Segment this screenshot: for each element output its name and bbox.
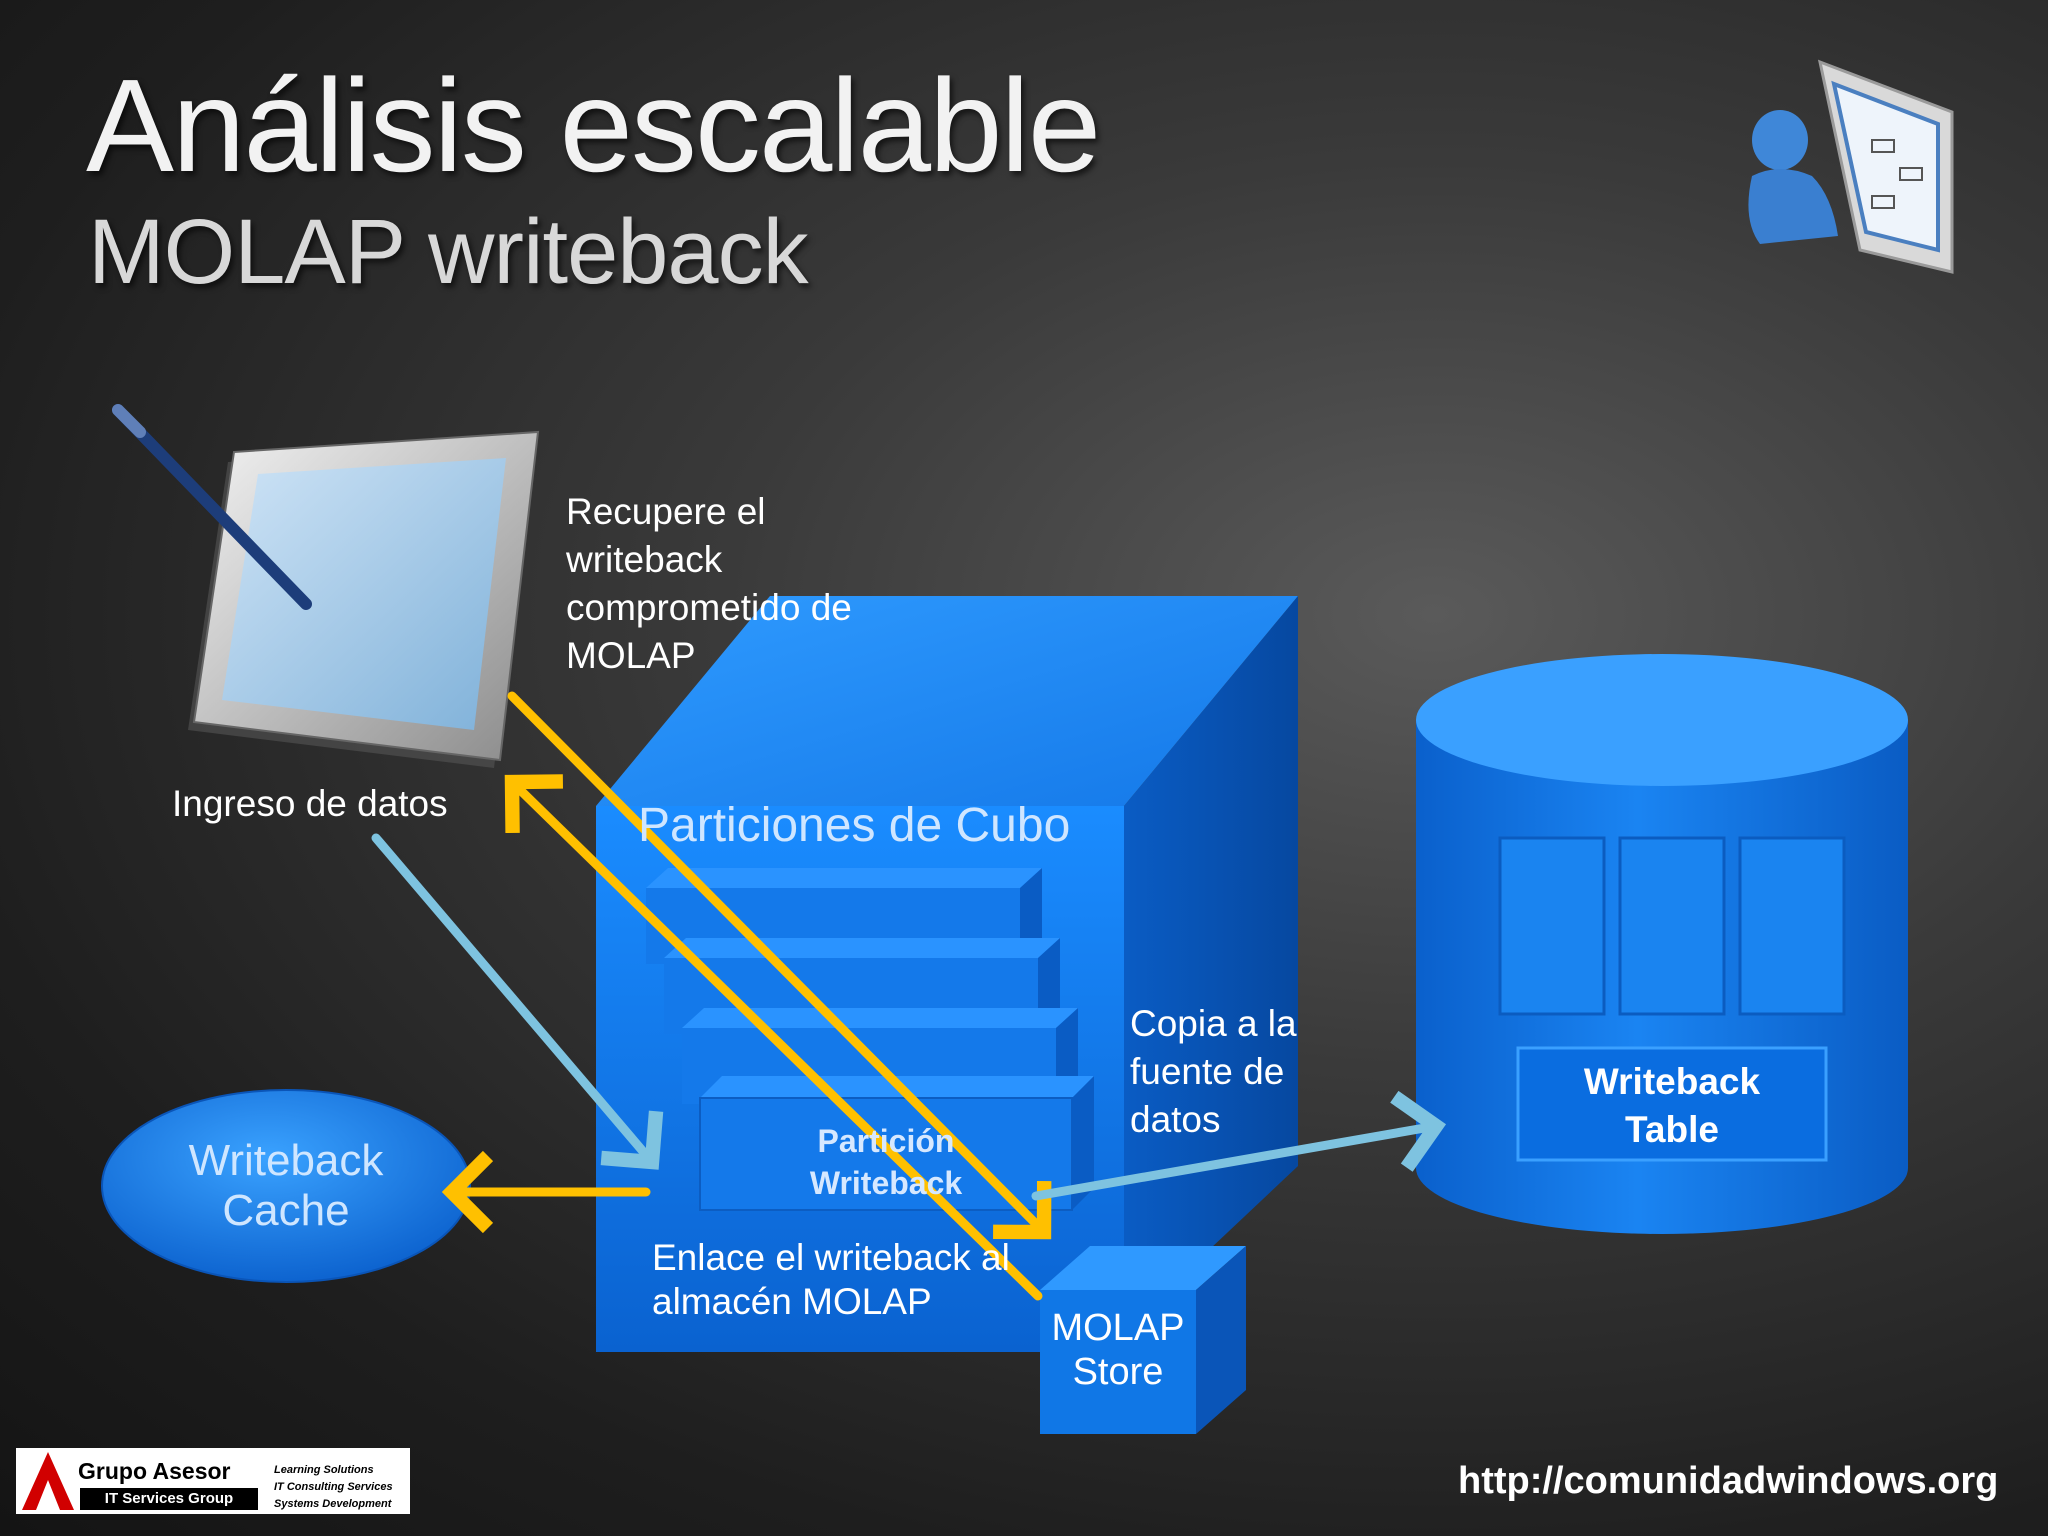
label-data-entry: Ingreso de datos [172,783,448,824]
label-link-writeback-line: almacén MOLAP [652,1281,932,1322]
label-retrieve-line: Recupere el [566,491,766,532]
user-diagram-icon [1748,59,1954,274]
arrow-data-entry-to-partition [371,833,664,1170]
logo-service-line: Systems Development [274,1498,392,1510]
label-copy-source-line: Copia a la [1130,1003,1297,1044]
logo-services: Learning Solutions IT Consulting Service… [274,1462,393,1513]
arrow-to-data-entry [504,774,1043,1301]
molap-store-cube [1040,1246,1246,1434]
logo-subtitle: IT Services Group [80,1488,258,1510]
label-retrieve-line: MOLAP [566,635,696,676]
label-partition-writeback: Partición Writeback [700,1120,1072,1204]
label-molap-store: MOLAP Store [1040,1306,1196,1394]
label-partition-writeback-line: Writeback [809,1165,963,1201]
label-writeback-cache: Writeback Cache [102,1136,470,1236]
label-copy-source-line: datos [1130,1099,1221,1140]
partition-writeback [699,1076,1094,1211]
label-partition-writeback-line: Partición [817,1123,955,1159]
label-writeback-table: Writeback Table [1518,1058,1826,1154]
label-copy-source: Copia a la fuente de datos [1130,1000,1297,1144]
label-molap-store-line: MOLAP [1051,1307,1185,1349]
label-writeback-cache-line: Cache [222,1186,350,1235]
label-retrieve: Recupere el writeback comprometido de MO… [566,488,852,680]
label-link-writeback: Enlace el writeback al almacén MOLAP [652,1236,1010,1324]
label-writeback-cache-line: Writeback [188,1136,384,1185]
database-cylinder [1416,654,1908,1234]
page-title: Análisis escalable [86,52,1101,199]
arrow-copy-to-source [1031,1090,1447,1201]
footer-url[interactable]: http://comunidadwindows.org [1458,1460,1999,1502]
label-link-writeback-line: Enlace el writeback al [652,1237,1010,1278]
label-cube-partitions: Particiones de Cubo [638,799,1071,852]
company-logo-icon [22,1452,74,1510]
logo-service-line: Learning Solutions [274,1464,374,1476]
label-retrieve-line: writeback [566,539,723,580]
logo-service-line: IT Consulting Services [274,1481,393,1493]
label-retrieve-line: comprometido de [566,587,852,628]
tablet-pen-icon [112,404,540,768]
label-writeback-table-line: Table [1625,1109,1719,1150]
logo-name: Grupo Asesor [78,1458,231,1484]
label-molap-store-line: Store [1072,1351,1164,1393]
label-copy-source-line: fuente de [1130,1051,1285,1092]
cube-partitions [596,596,1298,1352]
page-subtitle: MOLAP writeback [88,201,809,303]
arrow-retrieve [507,691,1052,1240]
label-writeback-table-line: Writeback [1583,1061,1761,1102]
